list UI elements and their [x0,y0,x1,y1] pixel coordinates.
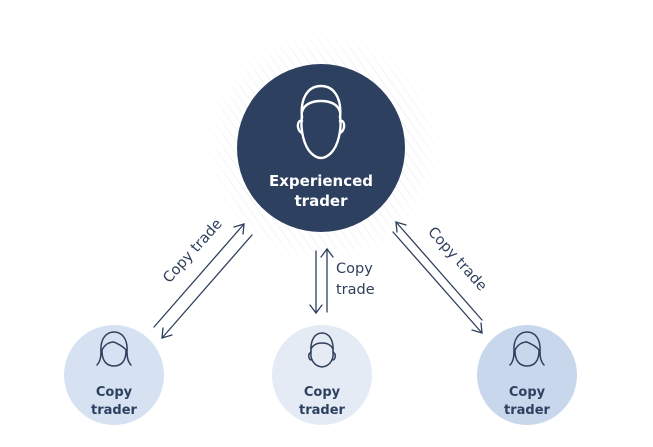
male-face-icon [296,84,346,160]
copy-trader-node-left: Copy trader [64,325,164,425]
edge-middle-label-line2: trade [336,282,375,298]
female-face-icon [96,331,132,367]
female-face-icon [509,331,545,367]
copy-trader-node-middle: Copy trader [272,325,372,425]
edge-middle-arrow-up [320,247,334,313]
copy-trader-left-line1: Copy [96,385,133,400]
edge-left-arrow-down [161,234,253,339]
copy-trader-middle-line2: trader [299,403,346,418]
copy-trader-circle-left [64,325,164,425]
copy-trader-right-line2: trader [504,403,551,418]
edge-middle-arrow-down [309,250,323,315]
copy-trader-right-line1: Copy [509,385,546,400]
edge-middle-label-line1: Copy [336,261,373,277]
edge-middle [309,247,334,315]
edge-left-arrow-up [153,223,245,328]
edge-right-arrow-up [395,221,483,321]
copy-trader-node-right: Copy trader [477,325,577,425]
edge-right-arrow-down [392,231,483,334]
copy-trader-circle-middle [272,325,372,425]
experienced-trader-circle [237,64,405,232]
edge-right-label: Copy trade [424,224,490,294]
copy-trader-middle-line1: Copy [304,385,341,400]
male-face-icon [308,332,336,368]
experienced-trader-label-line1: Experienced [269,172,373,190]
copy-trader-circle-right [477,325,577,425]
experienced-trader-node: Experienced trader [237,64,405,232]
copy-trader-left-line2: trader [91,403,138,418]
edge-right [392,221,483,334]
edge-left [153,223,253,339]
experienced-trader-label-line2: trader [295,192,349,210]
